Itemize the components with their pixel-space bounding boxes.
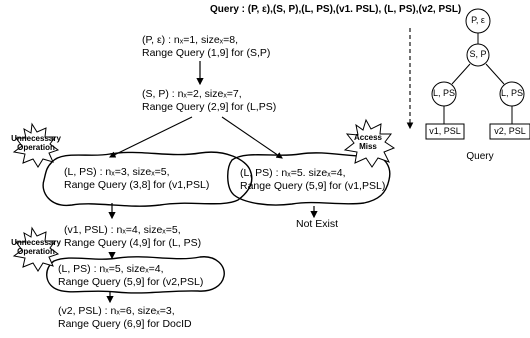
tree-leaf-v1-box (425, 123, 465, 140)
query-title: Query : (P, ε),(S, P),(L, PS),(v1. PSL),… (210, 4, 462, 15)
wavy-box-right-branch (227, 152, 391, 206)
v2-step-line2: Range Query (6,9] for DocID (58, 318, 192, 330)
tree-node-sp-label: S, P (469, 49, 487, 59)
step2-line1: (S, P) : nₓ=2, sizeₓ=7, (142, 88, 242, 100)
tree-node-left-label: L, PS (432, 88, 455, 98)
tree-node-left-circle (431, 81, 457, 107)
burst-unnecessary-1-text-1: Unnecessary (11, 134, 61, 143)
wavy-box-left-branch (42, 151, 253, 207)
left-branch-line2: Range Query (3,8] for (v1,PSL) (64, 179, 210, 191)
v1-step-line1: (v1, PSL) : nₓ=4, sizeₓ=5, (64, 224, 181, 236)
tree-caption: Query (466, 151, 494, 162)
tree-node-root-circle (465, 8, 491, 34)
arrow-step2-to-right-branch (221, 116, 283, 159)
lps2-step-line2: Range Query (5,9] for (v2,PSL) (58, 276, 204, 288)
burst-unnecessary-2 (12, 226, 60, 272)
wavy-box-lps-second (46, 256, 225, 294)
step2-line2: Range Query (2,9] for (L,PS) (142, 101, 277, 113)
tree-node-sp-circle (466, 43, 490, 67)
step1-line2: Range Query (1,9] for (S,P) (142, 47, 271, 59)
right-branch-line2: Range Query (5,9] for (v1,PSL) (240, 180, 386, 192)
burst-access-miss-text-1: Access (353, 133, 383, 142)
tree-edge-sp-right (485, 63, 505, 85)
lps2-step-line1: (L, PS) : nₓ=5, sizeₓ=4, (58, 263, 164, 275)
step1-line1: (P, ε) : nₓ=1, sizeₓ=8, (142, 34, 239, 46)
right-branch-line1: (L, PS) : nₓ=5. sizeₓ=4, (240, 167, 346, 179)
burst-unnecessary-2-text-2: Operation (17, 247, 55, 256)
v2-step-line1: (v2, PSL) : nₓ=6, sizeₓ=3, (58, 305, 175, 317)
burst-access-miss-text-2: Miss (359, 142, 377, 151)
left-branch-line1: (L, PS) : nₓ=3, sizeₓ=5, (64, 166, 170, 178)
burst-access-miss-label: Access Miss (346, 133, 390, 151)
v1-step-line2: Range Query (4,9] for (L, PS) (64, 237, 202, 249)
tree-edge-sp-left (451, 63, 471, 85)
burst-access-miss (343, 118, 396, 168)
tree-node-root-label: P, ε (471, 15, 485, 25)
tree-leaf-v2-label: v2, PSL (494, 126, 526, 136)
burst-unnecessary-2-text-1: Unnecessary (11, 238, 61, 247)
burst-unnecessary-1 (12, 122, 60, 168)
tree-leaf-v1-label: v1, PSL (429, 126, 461, 136)
burst-unnecessary-2-label: Unnecessary Operation (4, 238, 68, 256)
not-exist-label: Not Exist (296, 218, 339, 230)
tree-node-right-circle (499, 81, 525, 107)
burst-unnecessary-1-text-2: Operation (17, 143, 55, 152)
tree-leaf-v2-box (489, 123, 530, 140)
tree-node-right-label: L, PS (500, 88, 523, 98)
arrow-step2-to-left-branch (109, 116, 193, 158)
burst-unnecessary-1-label: Unnecessary Operation (4, 134, 68, 152)
